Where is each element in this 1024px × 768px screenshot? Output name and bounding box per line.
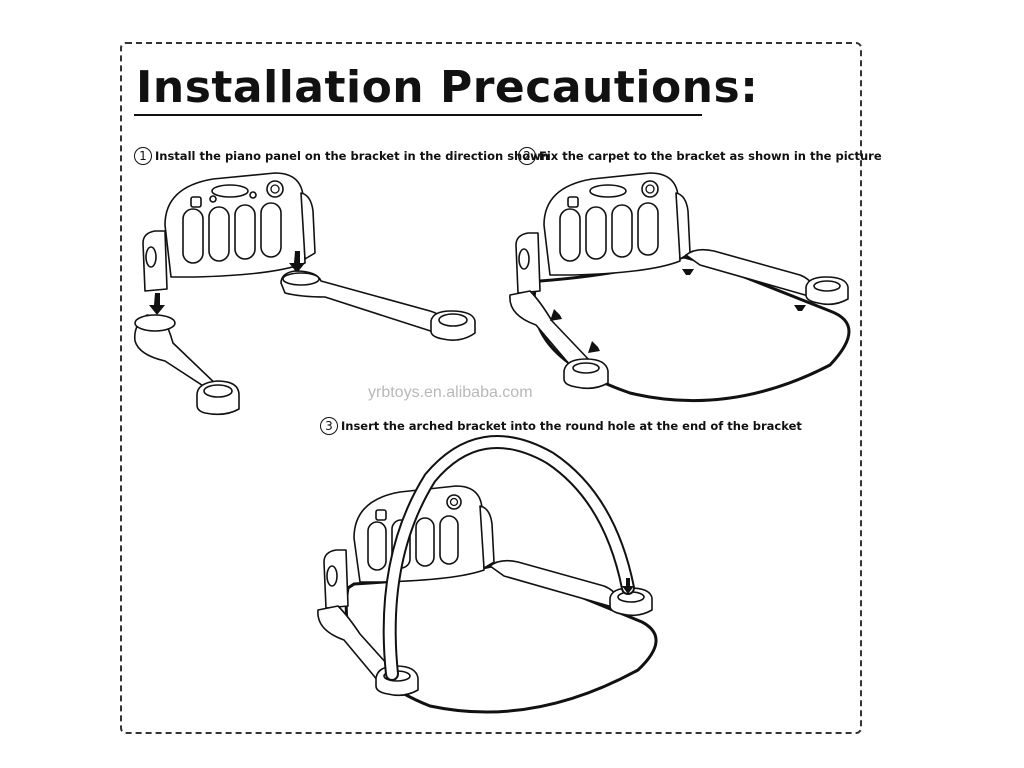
step-2-illustration (509, 172, 851, 403)
side-post (515, 232, 541, 294)
step-2-text: Fix the carpet to the bracket as shown i… (539, 149, 882, 163)
step-2: 2 Fix the carpet to the bracket as shown… (518, 147, 882, 165)
step-1: 1 Install the piano panel on the bracket… (134, 147, 549, 165)
step-3-number: 3 (320, 417, 338, 435)
right-bracket (280, 270, 476, 341)
step-1-text: Install the piano panel on the bracket i… (155, 149, 549, 163)
arrow-icon (550, 309, 562, 321)
arrow-icon (588, 341, 600, 353)
watermark: yrbtoys.en.alibaba.com (368, 384, 533, 401)
left-bracket (133, 314, 240, 416)
piano-panel (164, 172, 316, 278)
arrow-down-icon (622, 578, 634, 594)
step-1-illustration (133, 172, 476, 416)
title-underline (134, 114, 702, 116)
step-3-text: Insert the arched bracket into the round… (341, 419, 802, 433)
side-post (142, 230, 168, 292)
step-3-illustration (317, 435, 658, 714)
step-3: 3 Insert the arched bracket into the rou… (320, 417, 802, 435)
step-2-number: 2 (518, 147, 536, 165)
arrow-down-icon (149, 293, 165, 315)
instruction-frame (120, 42, 862, 734)
step-1-number: 1 (134, 147, 152, 165)
arrow-up-icon (794, 305, 806, 311)
piano-panel (353, 485, 495, 583)
page-title: Installation Precautions: (136, 62, 759, 113)
piano-panel (543, 172, 691, 276)
arrow-down-icon (289, 251, 305, 273)
arrow-up-icon (682, 269, 694, 275)
side-post (323, 549, 349, 609)
